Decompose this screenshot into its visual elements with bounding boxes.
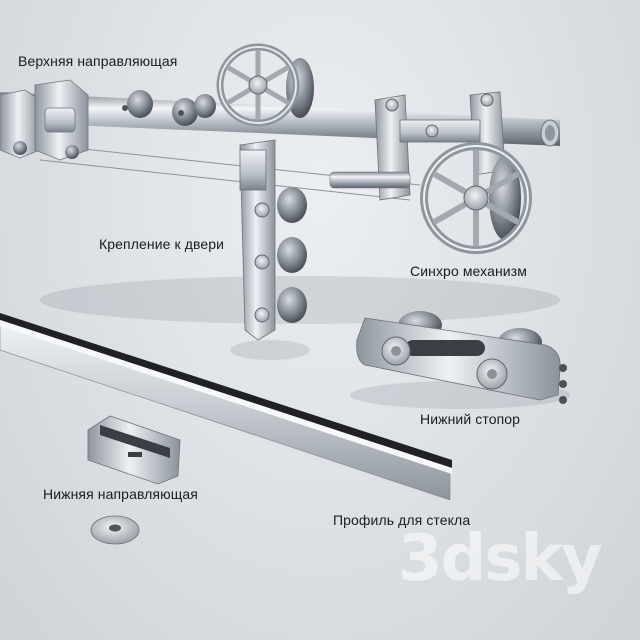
label-glass-profile: Профиль для стекла — [333, 512, 471, 528]
label-bottom-stopper: Нижний стопор — [420, 411, 521, 427]
label-top-rail: Верхняя направляющая — [18, 53, 178, 69]
sync-bracket — [329, 91, 506, 201]
top-spoked-wheel — [216, 43, 314, 127]
label-sync-mechanism: Синхро механизм — [410, 263, 527, 279]
bottom-guide — [87, 415, 181, 485]
bottom-stopper — [356, 311, 567, 404]
label-bottom-guide: Нижняя направляющая — [43, 486, 198, 502]
label-door-mount: Крепление к двери — [99, 236, 225, 252]
sync-spoked-wheel — [420, 142, 532, 254]
rail-rollers — [122, 90, 216, 126]
round-washer — [90, 515, 140, 545]
door-mount-hanger — [239, 139, 307, 341]
watermark-logo: 3dsky — [398, 522, 603, 596]
glass-profile — [0, 313, 452, 501]
left-rail-clamps — [0, 79, 89, 161]
